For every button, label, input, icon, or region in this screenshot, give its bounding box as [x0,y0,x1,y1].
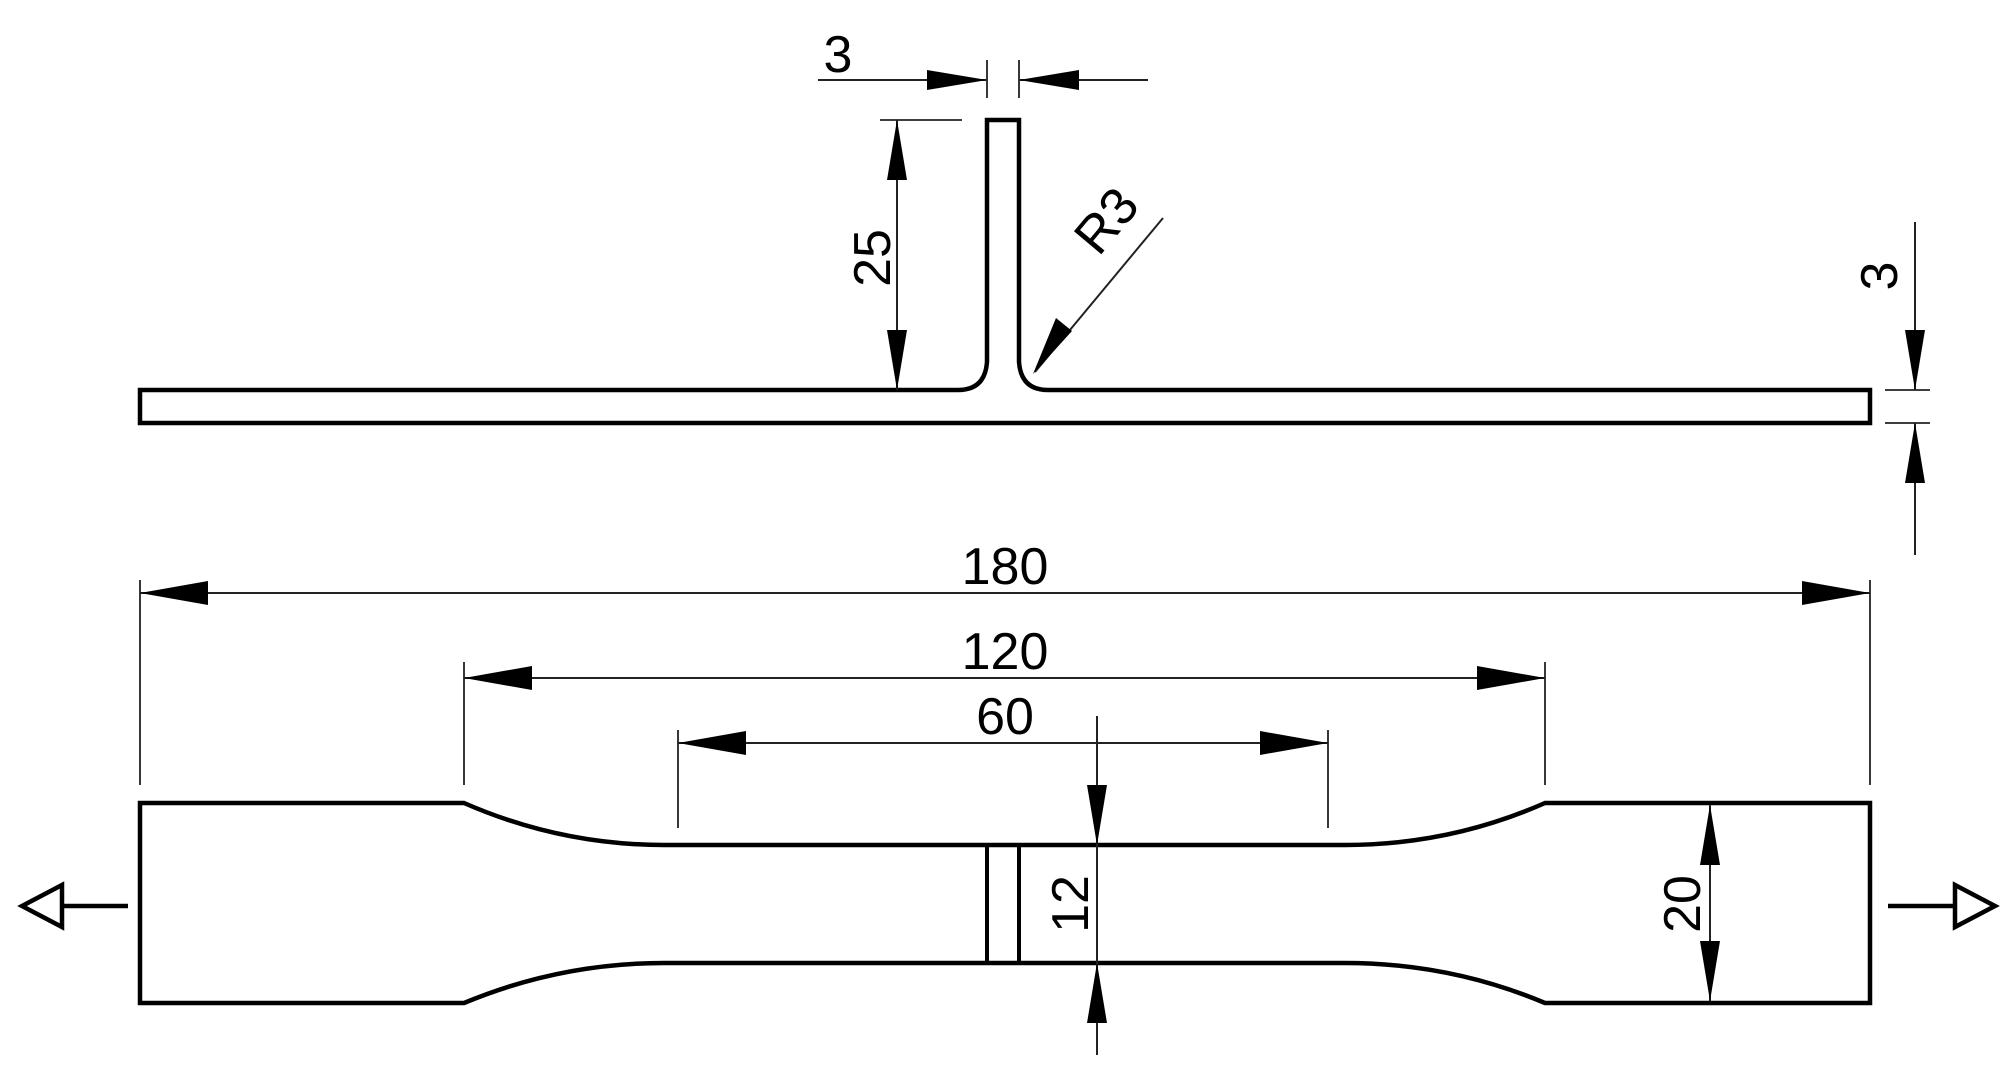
dim-fillet-radius: R3 [1033,177,1164,374]
label-overall-length: 180 [962,538,1049,596]
plan-view: 180 120 60 12 [17,538,2000,1055]
dim-gauge-length: 60 [677,688,1329,828]
dim-overall-length: 180 [139,538,1871,785]
dim-rib-thickness: 3 [818,26,1148,98]
label-gauge-width: 12 [1042,875,1100,933]
dim-gauge-width: 12 [1042,716,1107,1055]
rib-section [985,843,1021,965]
side-view: 3 25 R3 3 [137,26,1930,555]
dim-grip-width: 20 [1654,805,1720,1001]
label-gauge-length: 60 [976,688,1034,746]
label-grip-width: 20 [1654,875,1712,933]
side-view-outline [137,117,1873,426]
label-plate-thickness: 3 [1851,262,1909,291]
label-rib-thickness: 3 [824,26,853,84]
label-fillet-radius: R3 [1063,177,1150,265]
dim-shoulder-length: 120 [463,623,1546,785]
dim-rib-height: 25 [844,119,962,390]
dim-plate-thickness: 3 [1851,222,1930,555]
label-rib-height: 25 [844,229,902,287]
load-arrow-left [17,881,128,931]
label-shoulder-length: 120 [962,623,1049,681]
plan-view-outline [137,800,1873,1006]
load-arrow-right [1888,881,2000,931]
